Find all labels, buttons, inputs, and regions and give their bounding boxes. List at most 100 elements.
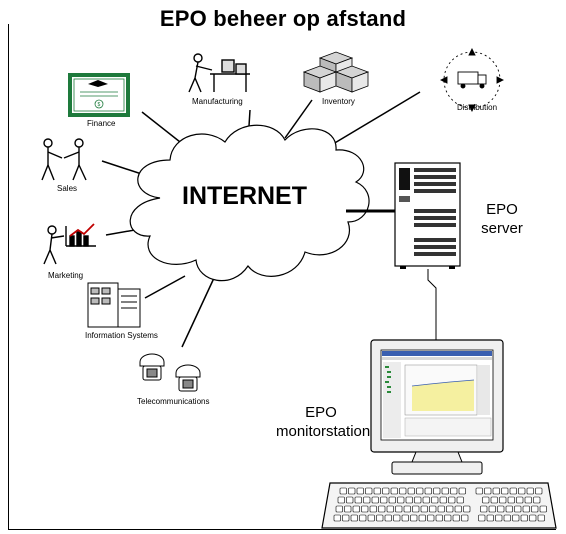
keyboard-key — [427, 514, 435, 522]
manufacturing-icon — [188, 53, 250, 93]
epo-monitor-label: EPO monitorstation — [276, 403, 370, 441]
keyboard-key — [458, 487, 466, 495]
keyboard-key — [495, 514, 503, 522]
keyboard-key — [339, 487, 347, 495]
keyboard-key — [384, 514, 392, 522]
keyboard-key — [412, 505, 420, 513]
keyboard-key — [395, 505, 403, 513]
keyboard-key — [429, 505, 437, 513]
keyboard-key — [410, 514, 418, 522]
keyboard-key — [407, 487, 415, 495]
keyboard-key — [492, 487, 500, 495]
keyboard-key — [529, 514, 537, 522]
keyboard-key — [356, 487, 364, 495]
epo-server-icon — [346, 162, 461, 269]
keyboard-key — [480, 505, 488, 513]
keyboard-key — [376, 514, 384, 522]
keyboard-key — [456, 496, 464, 504]
sales-handshake-icon — [41, 138, 87, 181]
keyboard-key — [509, 487, 517, 495]
keyboard-key — [488, 505, 496, 513]
epo-server-label-line1: EPO — [486, 201, 518, 218]
marketing-label: Marketing — [48, 271, 84, 280]
keyboard-key — [354, 496, 362, 504]
keyboard-key — [475, 487, 483, 495]
keyboard-key — [399, 487, 407, 495]
keyboard-key — [393, 514, 401, 522]
keyboard-key — [342, 514, 350, 522]
keyboard-key — [524, 496, 532, 504]
keyboard-key — [522, 505, 530, 513]
epo-monitor-label-line1: EPO — [305, 404, 337, 421]
keyboard-key — [520, 514, 528, 522]
keyboard-key — [414, 496, 422, 504]
keyboard-key — [450, 487, 458, 495]
keyboard-key — [418, 514, 426, 522]
sales-label: Sales — [57, 184, 78, 193]
keyboard-key — [526, 487, 534, 495]
keyboard-key — [537, 514, 545, 522]
keyboard-key — [512, 514, 520, 522]
keyboard-key — [397, 496, 405, 504]
keyboard-key — [507, 496, 515, 504]
keyboard-key — [416, 487, 424, 495]
keyboard-key — [431, 496, 439, 504]
keyboard-key — [448, 496, 456, 504]
bottom-border — [8, 529, 556, 530]
keyboard-key — [437, 505, 445, 513]
keyboard-key — [486, 514, 494, 522]
keyboard-key — [499, 496, 507, 504]
information-systems-label: Information Systems — [85, 331, 158, 340]
keyboard-key — [348, 487, 356, 495]
keyboard-key — [463, 505, 471, 513]
finance-certificate-icon: $ — [68, 73, 130, 117]
inventory-label: Inventory — [322, 97, 355, 106]
telecommunications-phones-icon — [139, 353, 201, 392]
keyboard-key — [501, 487, 509, 495]
keyboard-icon — [321, 482, 557, 529]
page-title: EPO beheer op afstand — [159, 6, 407, 31]
keyboard-key — [484, 487, 492, 495]
keyboard-key — [539, 505, 547, 513]
distribution-icon — [439, 47, 505, 113]
keyboard-key — [433, 487, 441, 495]
keyboard-key — [503, 514, 511, 522]
keyboard-key — [333, 514, 341, 522]
left-border — [8, 24, 9, 529]
keyboard-key — [497, 505, 505, 513]
internet-cloud-label: INTERNET — [182, 182, 307, 210]
epo-monitor-icon — [370, 339, 504, 475]
keyboard-key — [533, 496, 541, 504]
keyboard-key — [401, 514, 409, 522]
keyboard-key — [444, 514, 452, 522]
internet-cloud — [129, 124, 370, 282]
keyboard-key — [367, 514, 375, 522]
epo-server-label: EPO server — [472, 200, 532, 238]
finance-label: Finance — [87, 119, 116, 128]
keyboard-key — [390, 487, 398, 495]
keyboard-key — [365, 487, 373, 495]
keyboard-key — [403, 505, 411, 513]
keyboard-key — [531, 505, 539, 513]
keyboard-key — [490, 496, 498, 504]
keyboard-key — [335, 505, 343, 513]
keyboard-key — [369, 505, 377, 513]
telecommunications-label: Telecommunications — [137, 397, 210, 406]
keyboard-key — [388, 496, 396, 504]
keyboard-key — [422, 496, 430, 504]
keyboard-key — [337, 496, 345, 504]
svg-text:$: $ — [98, 102, 101, 108]
keyboard-key — [420, 505, 428, 513]
keyboard-key — [514, 505, 522, 513]
keyboard-key — [373, 487, 381, 495]
keyboard-key — [478, 514, 486, 522]
keyboard-key — [452, 514, 460, 522]
keyboard-key — [378, 505, 386, 513]
server-monitor-cable — [427, 269, 437, 342]
information-systems-icon — [87, 282, 141, 328]
keyboard-key — [380, 496, 388, 504]
keyboard-key — [361, 505, 369, 513]
distribution-label: Distribution — [457, 103, 498, 112]
keyboard-key — [454, 505, 462, 513]
